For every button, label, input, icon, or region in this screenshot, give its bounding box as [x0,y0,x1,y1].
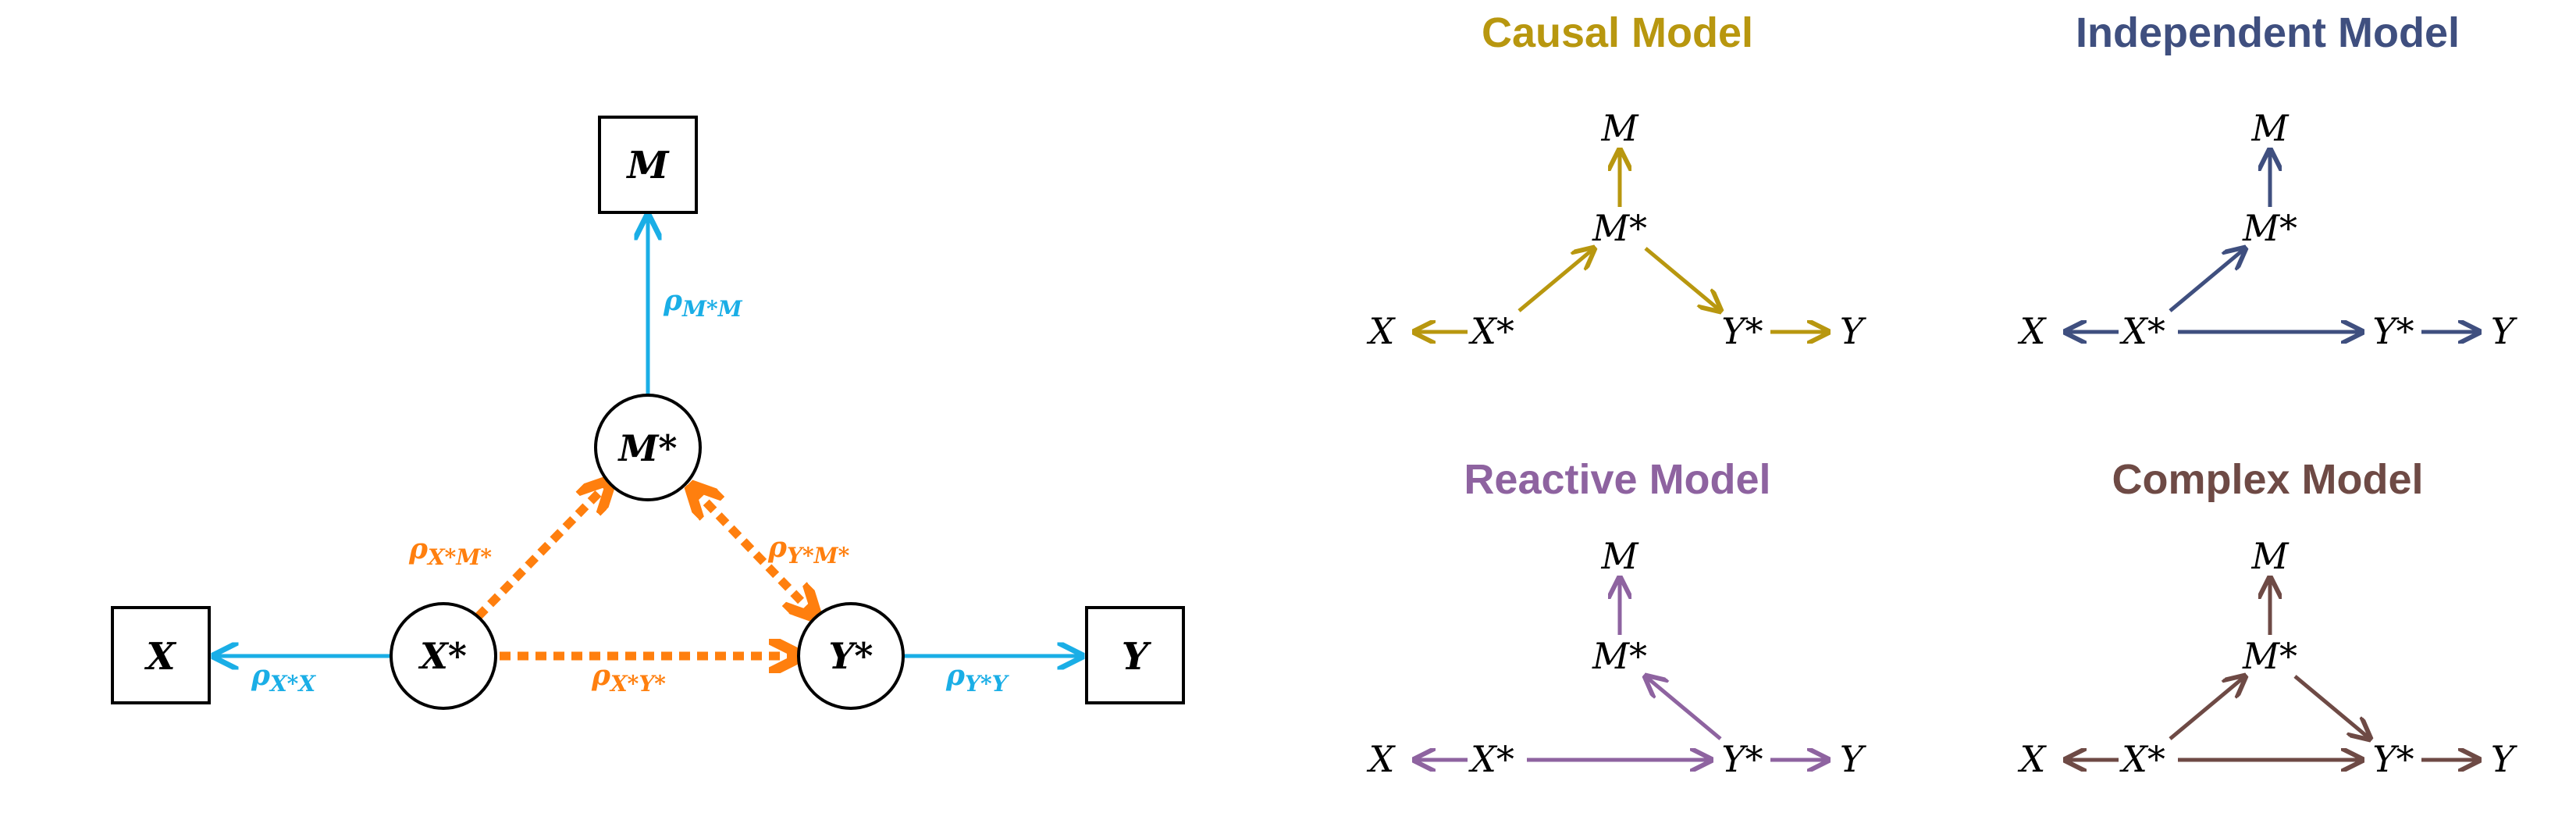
complex-label-y: Y [2491,738,2518,780]
independent-label-ystar: Y* [2372,310,2414,352]
independent-edge-xstar-mstar [2169,248,2245,312]
reactive-label-y: Y [1840,738,1867,780]
edge-ystar-mstar-bidirectional [693,489,813,614]
node-m-label: M [625,144,670,187]
node-ystar-label: Y* [829,635,873,677]
reactive-label-m: M [1600,535,1639,577]
rho-symbol: ρ [408,533,429,565]
node-xstar-label: X* [418,635,467,677]
causal-edge-xstar-mstar [1517,248,1594,312]
reactive-model-title: Reactive Model [1464,456,1770,503]
reactive-edge-ystar-mstar [1646,676,1722,740]
rho-symbol: ρ [767,531,788,564]
node-ystar-circle [797,602,905,710]
causal-label-x: X [1367,310,1397,352]
complex-edge-mstar-ystar [2293,675,2370,739]
reactive-label-mstar: M* [1592,635,1647,677]
reactive-label-xstar: X* [1468,738,1514,780]
causal-model-title: Causal Model [1482,9,1753,56]
independent-model-title: Independent Model [2076,9,2460,56]
node-mstar-circle [594,394,702,501]
independent-label-y: Y [2491,310,2518,352]
complex-label-ystar: Y* [2372,738,2414,780]
rho-subscript: M*M [681,296,743,322]
label-rho-xstar-mstar: ρX*M* [408,533,492,570]
node-m-box [598,116,698,214]
rho-subscript: Y*M* [787,543,850,569]
node-y-box [1085,606,1185,704]
complex-edge-xstar-mstar [2169,676,2245,740]
causal-model-panel: Causal Model M M* X X* Y* Y [1367,9,1867,352]
rho-symbol: ρ [663,284,683,317]
main-diagram: M X Y M* X* Y* ρM*M ρX*X ρY*Y ρX*M* ρY*M… [111,116,1185,710]
node-mstar-label: M* [617,427,678,469]
rho-symbol: ρ [251,659,271,692]
node-x-label: X [144,635,176,679]
rho-subscript: X*Y* [609,671,666,697]
complex-model-title: Complex Model [2112,456,2423,503]
node-y-label: Y [1122,635,1152,679]
independent-label-xstar: X* [2119,310,2165,352]
causal-edge-mstar-ystar [1644,247,1720,311]
label-rho-ystar-mstar: ρY*M* [767,531,850,569]
complex-label-xstar: X* [2119,738,2165,780]
independent-label-mstar: M* [2242,207,2297,249]
causal-label-mstar: M* [1592,207,1647,249]
rho-subscript: X*M* [426,544,492,570]
causal-label-xstar: X* [1468,310,1514,352]
rho-subscript: X*X [269,671,316,697]
reactive-label-x: X [1367,738,1397,780]
node-xstar-circle [390,602,497,710]
complex-model-panel: Complex Model M M* X X* Y* Y [2018,456,2518,780]
label-rho-ystar-y: ρY*Y [945,659,1010,697]
reactive-model-panel: Reactive Model M M* X X* Y* Y [1367,456,1867,780]
label-rho-xstar-ystar: ρX*Y* [591,659,666,697]
rho-symbol: ρ [945,659,966,692]
independent-label-x: X [2018,310,2048,352]
rho-symbol: ρ [591,659,611,692]
label-rho-xstar-x: ρX*X [251,659,316,697]
independent-label-m: M [2250,107,2290,149]
complex-label-x: X [2018,738,2048,780]
complex-label-m: M [2250,535,2290,577]
label-rho-mstar-m: ρM*M [663,284,743,322]
reactive-label-ystar: Y* [1721,738,1763,780]
rho-subscript: Y*Y [965,671,1010,697]
causal-label-ystar: Y* [1721,310,1763,352]
complex-label-mstar: M* [2242,635,2297,677]
causal-label-m: M [1600,107,1639,149]
causal-label-y: Y [1840,310,1867,352]
independent-model-panel: Independent Model M M* X X* Y* Y [2018,9,2518,352]
node-x-box [111,606,211,704]
edge-xstar-to-mstar [475,484,607,620]
